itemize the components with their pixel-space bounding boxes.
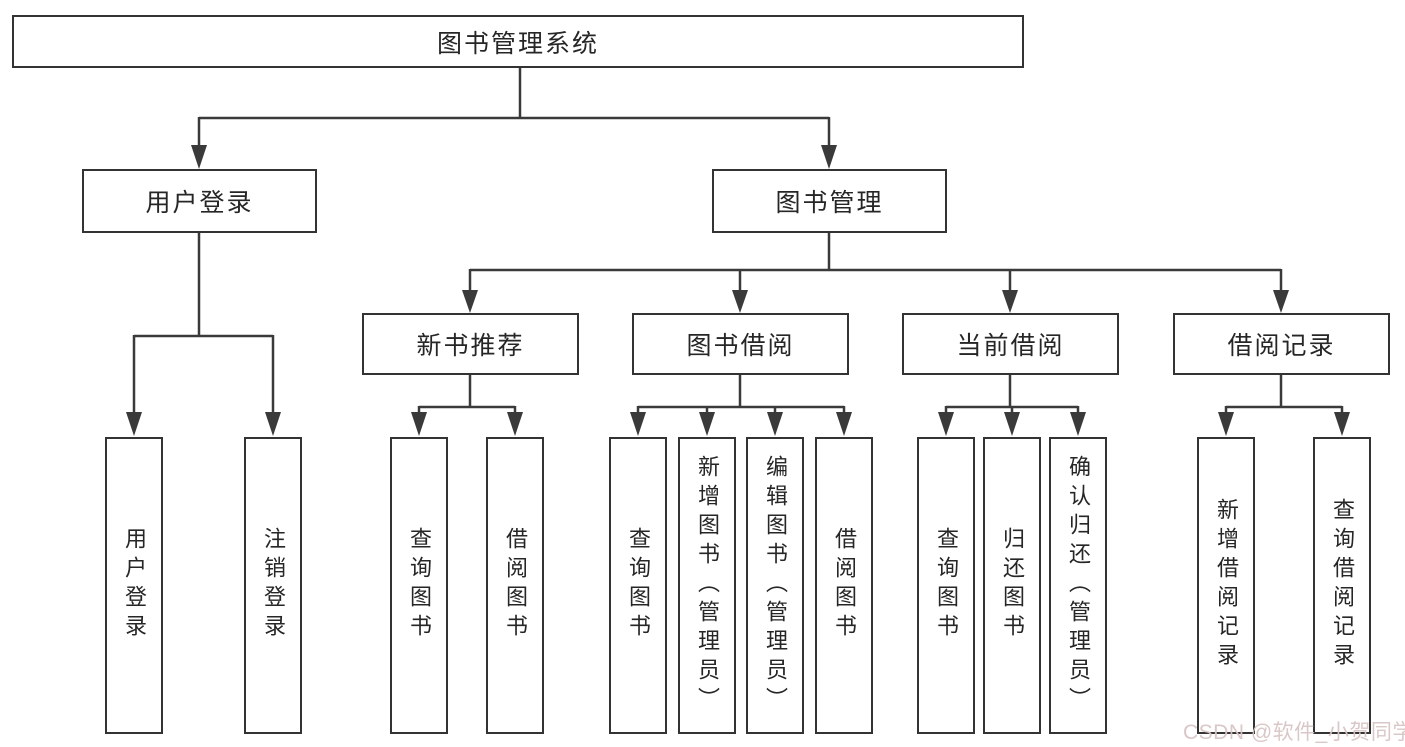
node-current-borrow: 当前借阅: [902, 313, 1119, 375]
leaf-newbook-query-label: 查询图书: [407, 527, 432, 644]
arrowhead-icons: [126, 145, 1350, 436]
node-user-login-branch: 用户登录: [82, 169, 317, 233]
leaf-newbook-borrow: 借阅图书: [486, 437, 544, 734]
csdn-watermark: CSDN @软件_小贺同学: [1183, 721, 1405, 744]
leaf-borrow-query: 查询图书: [609, 437, 667, 734]
node-book-management-branch: 图书管理: [712, 169, 947, 233]
leaf-borrow-query-label: 查询图书: [626, 527, 651, 644]
leaf-user-login-label: 用户登录: [122, 527, 147, 644]
leaf-logout-label: 注销登录: [261, 527, 286, 644]
leaf-current-return: 归还图书: [983, 437, 1041, 734]
node-book-borrow: 图书借阅: [632, 313, 849, 375]
leaf-borrow-edit-admin: 编辑图书（管理员）: [746, 437, 804, 734]
leaf-user-login: 用户登录: [105, 437, 163, 734]
node-borrow-record: 借阅记录: [1173, 313, 1390, 375]
node-root-label: 图书管理系统: [436, 29, 599, 58]
leaf-borrow-add-admin: 新增图书（管理员）: [678, 437, 736, 734]
leaf-borrow-add-admin-label: 新增图书（管理员）: [695, 454, 720, 717]
leaf-newbook-borrow-label: 借阅图书: [503, 527, 528, 644]
leaf-current-return-label: 归还图书: [1000, 527, 1025, 644]
leaf-borrow-book: 借阅图书: [815, 437, 873, 734]
leaf-record-add-label: 新增借阅记录: [1214, 498, 1239, 673]
leaf-current-confirm-admin-label: 确认归还（管理员）: [1066, 454, 1091, 717]
leaf-newbook-query: 查询图书: [390, 437, 448, 734]
leaf-record-add: 新增借阅记录: [1197, 437, 1255, 734]
node-new-book-recommend: 新书推荐: [362, 313, 579, 375]
node-new-book-recommend-label: 新书推荐: [416, 332, 525, 360]
node-book-borrow-label: 图书借阅: [686, 332, 795, 360]
node-root: 图书管理系统: [12, 15, 1024, 68]
leaf-record-query-label: 查询借阅记录: [1330, 498, 1355, 673]
leaf-record-query: 查询借阅记录: [1313, 437, 1371, 734]
leaf-current-query: 查询图书: [917, 437, 975, 734]
node-user-login-branch-label: 用户登录: [145, 189, 254, 217]
leaf-logout: 注销登录: [244, 437, 302, 734]
leaf-current-confirm-admin: 确认归还（管理员）: [1049, 437, 1107, 734]
node-current-borrow-label: 当前借阅: [956, 332, 1065, 360]
leaf-borrow-book-label: 借阅图书: [832, 527, 857, 644]
node-borrow-record-label: 借阅记录: [1227, 332, 1336, 360]
leaf-current-query-label: 查询图书: [934, 527, 959, 644]
leaf-borrow-edit-admin-label: 编辑图书（管理员）: [763, 454, 788, 717]
node-book-management-branch-label: 图书管理: [775, 189, 884, 217]
